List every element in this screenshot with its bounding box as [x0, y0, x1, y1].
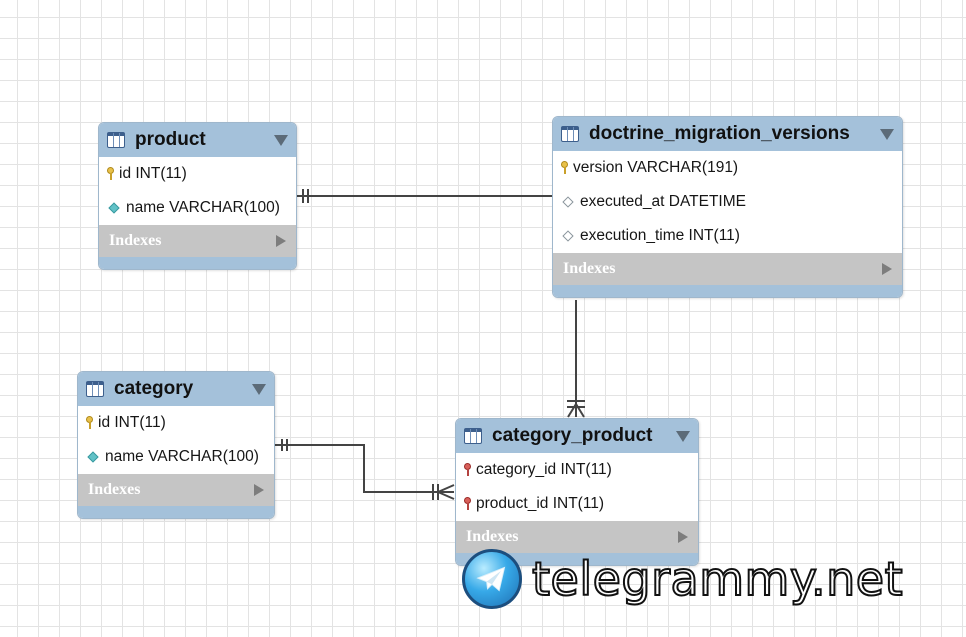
- column-label: version VARCHAR(191): [573, 159, 739, 176]
- table-icon: [107, 132, 125, 148]
- telegram-paper-plane-icon: [462, 549, 522, 609]
- column-label: category_id INT(11): [476, 461, 612, 478]
- column-diamond-icon: [108, 202, 120, 214]
- column-row[interactable]: execution_time INT(11): [553, 219, 902, 253]
- collapse-arrow-icon[interactable]: [252, 383, 266, 395]
- indexes-label: Indexes: [563, 260, 616, 277]
- column-row[interactable]: executed_at DATETIME: [553, 185, 902, 219]
- one-marker-category: [281, 439, 288, 451]
- crowfoot-category-product-top: [567, 400, 585, 418]
- table-category-product[interactable]: category_product category_id INT(11) pro…: [455, 418, 699, 566]
- column-label: product_id INT(11): [476, 495, 605, 512]
- column-row[interactable]: product_id INT(11): [456, 487, 698, 521]
- primary-key-icon: [107, 167, 114, 181]
- primary-key-icon: [561, 161, 568, 175]
- indexes-section[interactable]: Indexes: [553, 253, 902, 285]
- table-icon: [464, 428, 482, 444]
- indexes-section[interactable]: Indexes: [78, 474, 274, 506]
- table-footer: [78, 506, 274, 518]
- link-category-category-product: [274, 444, 454, 493]
- expand-arrow-icon[interactable]: [678, 531, 688, 543]
- column-label: execution_time INT(11): [580, 227, 740, 244]
- column-diamond-icon: [562, 196, 574, 208]
- column-label: executed_at DATETIME: [580, 193, 746, 210]
- expand-arrow-icon[interactable]: [254, 484, 264, 496]
- indexes-section[interactable]: Indexes: [456, 521, 698, 553]
- expand-arrow-icon[interactable]: [276, 235, 286, 247]
- table-icon: [561, 126, 579, 142]
- foreign-key-icon: [464, 497, 471, 511]
- table-header[interactable]: product: [99, 123, 296, 157]
- table-doctrine-migration-versions[interactable]: doctrine_migration_versions version VARC…: [552, 116, 903, 298]
- table-category[interactable]: category id INT(11) name VARCHAR(100) In…: [77, 371, 275, 519]
- column-row[interactable]: id INT(11): [78, 406, 274, 440]
- table-footer: [553, 285, 902, 297]
- collapse-arrow-icon[interactable]: [676, 430, 690, 442]
- column-row[interactable]: name VARCHAR(100): [99, 191, 296, 225]
- table-icon: [86, 381, 104, 397]
- table-title: doctrine_migration_versions: [589, 123, 850, 144]
- column-diamond-icon: [87, 451, 99, 463]
- column-label: id INT(11): [98, 414, 166, 431]
- collapse-arrow-icon[interactable]: [880, 128, 894, 140]
- table-header[interactable]: category_product: [456, 419, 698, 453]
- table-header[interactable]: category: [78, 372, 274, 406]
- column-row[interactable]: category_id INT(11): [456, 453, 698, 487]
- indexes-label: Indexes: [109, 232, 162, 249]
- one-marker-product: [302, 189, 309, 203]
- indexes-label: Indexes: [466, 528, 519, 545]
- collapse-arrow-icon[interactable]: [274, 134, 288, 146]
- table-title: product: [135, 129, 206, 150]
- foreign-key-icon: [464, 463, 471, 477]
- indexes-section[interactable]: Indexes: [99, 225, 296, 257]
- column-row[interactable]: version VARCHAR(191): [553, 151, 902, 185]
- column-row[interactable]: id INT(11): [99, 157, 296, 191]
- expand-arrow-icon[interactable]: [882, 263, 892, 275]
- table-header[interactable]: doctrine_migration_versions: [553, 117, 902, 151]
- watermark: telegrammy.net: [462, 549, 904, 609]
- column-label: name VARCHAR(100): [105, 448, 259, 465]
- table-footer: [99, 257, 296, 269]
- column-row[interactable]: name VARCHAR(100): [78, 440, 274, 474]
- table-title: category_product: [492, 425, 653, 446]
- primary-key-icon: [86, 416, 93, 430]
- column-label: name VARCHAR(100): [126, 199, 280, 216]
- column-diamond-icon: [562, 230, 574, 242]
- crowfoot-category-product-left: [432, 484, 455, 500]
- indexes-label: Indexes: [88, 481, 141, 498]
- table-title: category: [114, 378, 194, 399]
- column-label: id INT(11): [119, 165, 187, 182]
- table-product[interactable]: product id INT(11) name VARCHAR(100) Ind…: [98, 122, 297, 270]
- watermark-text: telegrammy.net: [531, 552, 904, 606]
